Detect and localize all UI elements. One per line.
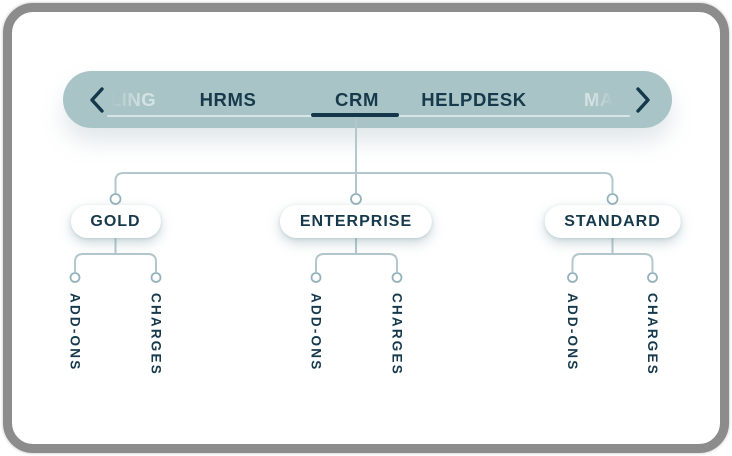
leaf-enterprise-addons: ADD-ONS [308,293,324,372]
chevron-left-icon [89,86,105,113]
leaf-gold-addons: ADD-ONS [67,293,83,372]
next-tab-button[interactable] [630,83,656,117]
plan-node-enterprise[interactable]: ENTERPRISE [279,205,433,238]
tab-crm-active[interactable]: CRM [335,88,379,110]
prev-tab-button[interactable] [84,83,110,117]
tab-hrms[interactable]: HRMS [199,88,257,110]
chevron-right-icon [635,86,651,113]
active-tab-underline [311,112,399,117]
category-pill-nav: LING HRMS CRM HELPDESK MA [63,71,672,128]
leaf-standard-addons: ADD-ONS [565,293,580,372]
tab-helpdesk[interactable]: HELPDESK [421,88,527,110]
plan-node-gold[interactable]: GOLD [70,205,161,238]
leaf-standard-charges: CHARGES [645,293,660,376]
tab-billing-partial[interactable]: LING [109,88,157,110]
leaf-gold-charges: CHARGES [148,293,164,376]
tab-ma-partial[interactable]: MA [584,88,614,110]
plan-node-standard[interactable]: STANDARD [544,205,681,238]
leaf-enterprise-charges: CHARGES [389,293,405,376]
